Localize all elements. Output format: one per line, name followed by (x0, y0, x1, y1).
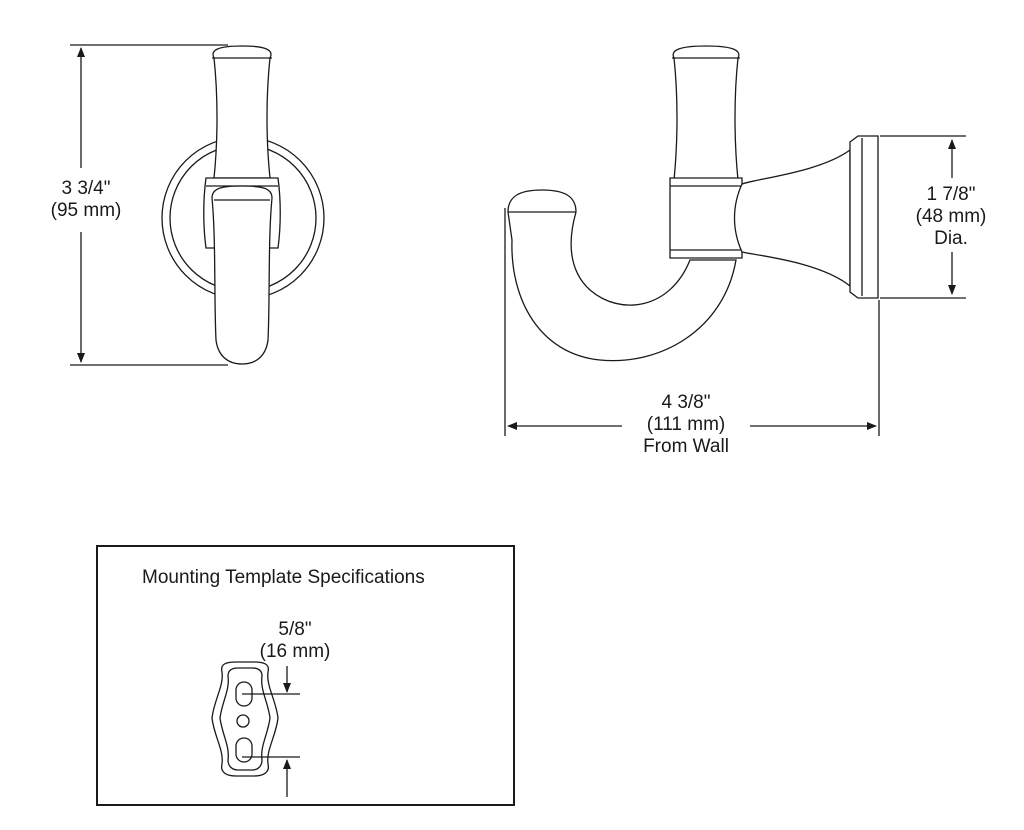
spacing-imperial: 5/8" (278, 619, 312, 640)
mounting-template-title: Mounting Template Specifications (142, 567, 425, 588)
lower-slot (235, 737, 253, 763)
spacing-label: 5/8" (16 mm) (240, 619, 350, 663)
center-hole (236, 714, 250, 728)
mounting-template-frame (96, 545, 515, 806)
height-metric: (95 mm) (50, 200, 122, 221)
plate-inner (219, 667, 271, 771)
height-imperial: 3 3/4" (61, 178, 111, 199)
height-dimension (70, 44, 228, 366)
mounting-plate (211, 661, 279, 777)
spacing-dimension (242, 666, 300, 797)
wall-flange (849, 135, 879, 299)
side-collar (669, 177, 743, 259)
plate-outline (211, 661, 279, 777)
side-view-hook (507, 45, 879, 362)
j-arm (507, 189, 737, 362)
projection-metric: (111 mm) (646, 414, 726, 435)
diameter-imperial: 1 7/8" (926, 184, 976, 205)
diameter-note: Dia. (934, 228, 968, 249)
diameter-metric: (48 mm) (915, 206, 987, 227)
diameter-dimension (880, 135, 966, 299)
front-view-hook (161, 45, 325, 365)
projection-label: 4 3/8" (111 mm) From Wall (620, 392, 752, 458)
upper-stem (212, 45, 272, 179)
neck (733, 148, 851, 288)
diameter-label: 1 7/8" (48 mm) Dia. (896, 184, 1006, 250)
lower-arm (211, 185, 273, 365)
projection-dimension (504, 208, 880, 436)
projection-imperial: 4 3/8" (661, 392, 711, 413)
spacing-metric: (16 mm) (259, 641, 331, 662)
upper-post (672, 45, 740, 181)
projection-note: From Wall (643, 436, 729, 457)
height-label: 3 3/4" (95 mm) (30, 178, 142, 222)
